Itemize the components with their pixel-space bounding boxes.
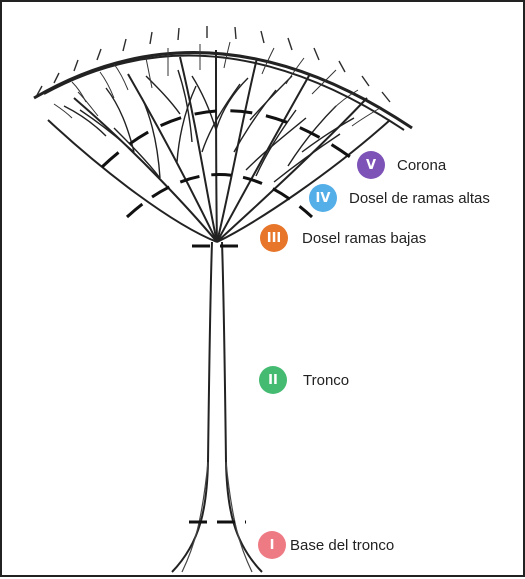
zone-i-label: Base del tronco — [290, 537, 394, 554]
zone-v: V Corona — [357, 151, 446, 179]
zone-iv-label: Dosel de ramas altas — [349, 190, 490, 207]
zone-iii-badge: III — [260, 224, 288, 252]
zone-v-badge: V — [357, 151, 385, 179]
zone-iii: III Dosel ramas bajas — [260, 224, 426, 252]
zone-ii-badge: II — [259, 366, 287, 394]
zone-v-label: Corona — [397, 157, 446, 174]
zone-iv: IV Dosel de ramas altas — [309, 184, 490, 212]
zone-i: I Base del tronco — [258, 531, 394, 559]
zone-ii-label: Tronco — [303, 372, 349, 389]
zone-iii-label: Dosel ramas bajas — [302, 230, 426, 247]
zone-ii: II Tronco — [259, 366, 349, 394]
zone-iv-badge: IV — [309, 184, 337, 212]
zone-i-badge: I — [258, 531, 286, 559]
